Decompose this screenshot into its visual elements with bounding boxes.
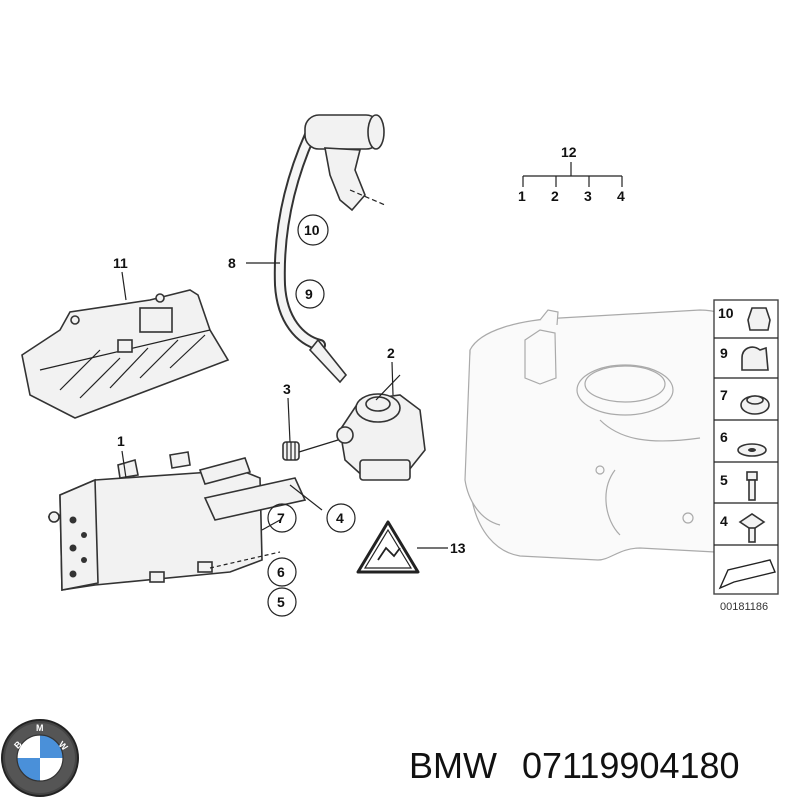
vent-hose-assembly bbox=[273, 114, 386, 384]
legend-item-label: 5 bbox=[720, 472, 728, 488]
parts-legend: 10 9 7 6 5 4 00181186 bbox=[713, 299, 779, 613]
heat-shield-drawing bbox=[21, 289, 230, 419]
group-child-label: 4 bbox=[617, 188, 625, 204]
callout-11: 11 bbox=[113, 255, 128, 271]
direction-arrow-icon bbox=[718, 559, 776, 590]
connector-drawing bbox=[282, 439, 339, 461]
charcoal-canister-drawing bbox=[47, 451, 307, 591]
group-child-label: 1 bbox=[518, 188, 526, 204]
warning-label-icon bbox=[356, 520, 420, 574]
legend-item-label: 9 bbox=[720, 345, 728, 361]
callout-7: 7 bbox=[277, 510, 285, 526]
footer-text: BMW 07119904180 bbox=[409, 745, 740, 786]
group-child-label: 3 bbox=[584, 188, 592, 204]
diagram-code: 00181186 bbox=[720, 601, 768, 613]
legend-item-label: 4 bbox=[720, 513, 728, 529]
bmw-roundel-icon: B M W bbox=[1, 719, 79, 797]
callout-1: 1 bbox=[117, 433, 125, 449]
callout-4: 4 bbox=[336, 510, 344, 526]
legend-item-label: 10 bbox=[718, 305, 734, 321]
callout-5: 5 bbox=[277, 594, 285, 610]
group-12-tree: 12 1 2 3 4 bbox=[518, 144, 625, 204]
callout-6: 6 bbox=[277, 564, 285, 580]
purge-valve-drawing bbox=[336, 374, 426, 481]
cap-nut-icon bbox=[747, 307, 771, 331]
group-label: 12 bbox=[561, 144, 577, 160]
legend-item-label: 6 bbox=[720, 429, 728, 445]
callout-8: 8 bbox=[228, 255, 236, 271]
plain-callouts: 1 2 3 8 11 13 bbox=[113, 255, 466, 556]
callout-9: 9 bbox=[305, 286, 313, 302]
brand-name: BMW bbox=[409, 745, 497, 786]
callout-10: 10 bbox=[304, 222, 320, 238]
fuel-tank-drawing bbox=[464, 309, 763, 561]
hose-clip-icon bbox=[741, 346, 769, 371]
callout-2: 2 bbox=[387, 345, 395, 361]
bubble-callouts: 4 5 6 7 9 10 bbox=[267, 214, 356, 617]
leader-lines bbox=[121, 262, 448, 549]
callout-13: 13 bbox=[450, 540, 466, 556]
screw-clip-icon bbox=[738, 513, 766, 531]
svg-text:M: M bbox=[36, 723, 44, 733]
callout-3: 3 bbox=[283, 381, 291, 397]
bolt-icon bbox=[746, 471, 758, 481]
group-child-label: 2 bbox=[551, 188, 559, 204]
legend-item-label: 7 bbox=[720, 387, 728, 403]
part-number: 07119904180 bbox=[522, 745, 740, 786]
